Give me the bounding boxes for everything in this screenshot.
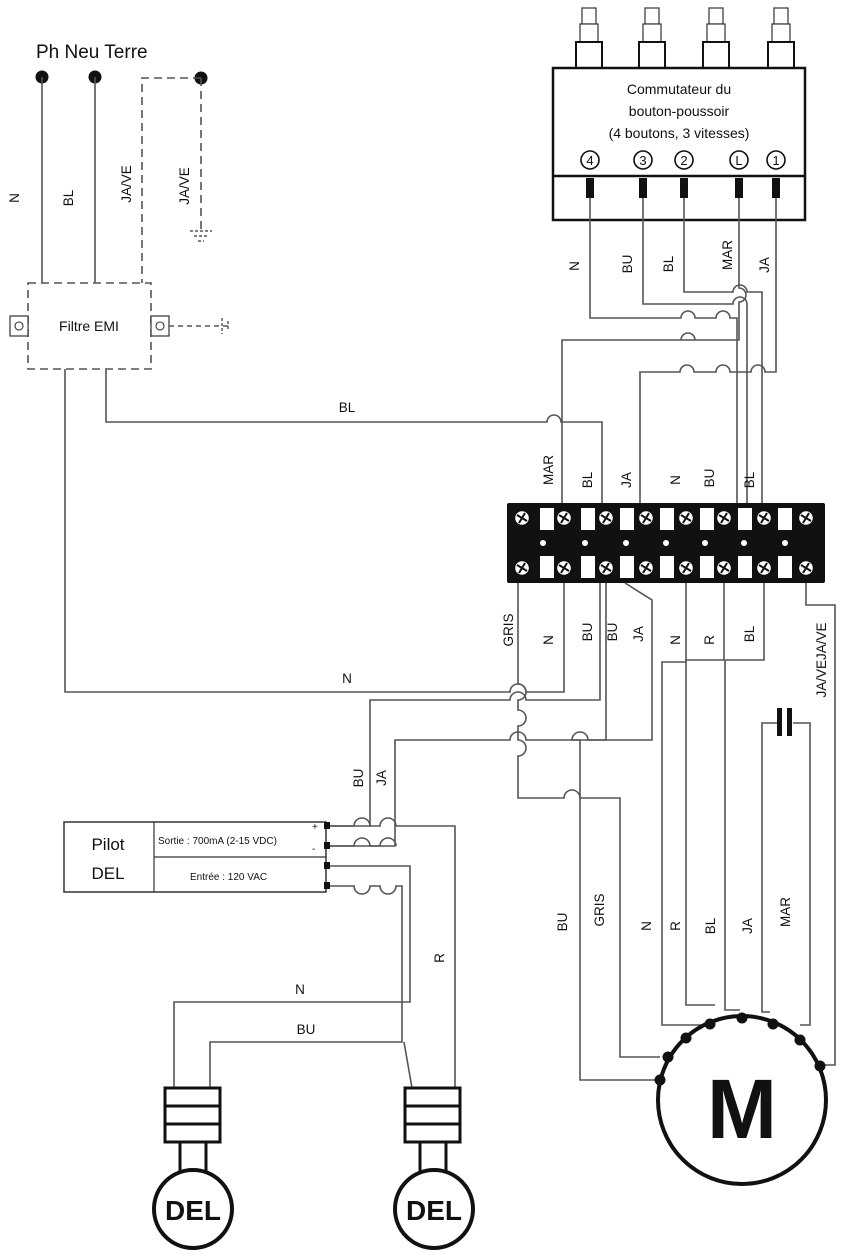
wire-label: BL	[703, 917, 718, 934]
wire-label: BU	[580, 623, 595, 642]
wire-label: BU	[620, 255, 635, 274]
emi-filter-label: Filtre EMI	[59, 318, 119, 334]
led-driver: Pilot DEL Sortie : 700mA (2-15 VDC) Entr…	[63, 821, 330, 893]
button-2	[638, 7, 666, 69]
led-left: DEL	[152, 1086, 234, 1250]
driver-output-label: Sortie : 700mA (2-15 VDC)	[158, 836, 277, 847]
terminal-block	[507, 503, 825, 583]
wire-label: R	[702, 635, 717, 645]
motor-lead-labels: BU GRIS N R BL JA MAR	[555, 893, 793, 934]
wire-label: BL	[742, 625, 757, 642]
wire-label: N	[668, 475, 683, 485]
lower-wires: N BU JA	[64, 369, 836, 1089]
wire-label: N	[342, 671, 352, 686]
earth-ground-symbol	[190, 230, 212, 242]
wire-label: BL	[580, 471, 595, 488]
wire-label: MAR	[778, 897, 793, 927]
wire-label: N	[541, 635, 556, 645]
capacitor-icon	[777, 708, 792, 736]
driver-name-line1: Pilot	[91, 835, 124, 854]
terminal-block-top-labels: MAR BL JA N BU BL	[541, 455, 757, 489]
terminal-4: 4	[580, 150, 600, 198]
wire-label: BU	[555, 913, 570, 932]
wire-label: GRIS	[592, 893, 607, 926]
led-wire-labels: N BU R	[295, 953, 447, 1037]
emi-filter: Filtre EMI	[9, 282, 229, 370]
driver-minus: -	[312, 844, 315, 855]
wire-label: BL	[339, 400, 356, 415]
switch-lead-labels: N BU BL MAR JA	[567, 240, 772, 274]
wire-label: R	[432, 953, 447, 963]
wire-label: BL	[61, 189, 76, 206]
wire-label: BL	[661, 255, 676, 272]
wire-label: BU	[605, 623, 620, 642]
driver-plus: +	[312, 822, 318, 833]
driver-input-label: Entrée : 120 VAC	[190, 872, 267, 883]
wire-label: JA	[619, 472, 634, 488]
svg-text:3: 3	[639, 153, 646, 168]
button-3	[702, 7, 730, 69]
led-left-label: DEL	[165, 1195, 221, 1226]
driver-name-line2: DEL	[91, 864, 124, 883]
wire-label: BU	[297, 1022, 316, 1037]
switch-title-line2: bouton-poussoir	[629, 103, 730, 119]
terminal-2: 2	[674, 150, 694, 198]
button-1	[575, 7, 603, 69]
wire-label: N	[639, 921, 654, 931]
svg-text:L: L	[735, 153, 742, 168]
terminal-3: 3	[633, 150, 653, 198]
pushbutton-switch: Commutateur du bouton-poussoir (4 bouton…	[551, 7, 807, 222]
motor: M	[654, 1012, 828, 1186]
button-4	[767, 7, 795, 69]
wire-label: JA	[631, 626, 646, 642]
switch-title-line1: Commutateur du	[627, 81, 731, 97]
switch-wires: BL	[105, 198, 777, 508]
wire-label: GRIS	[501, 613, 516, 646]
svg-text:1: 1	[772, 153, 779, 168]
wire-label: N	[295, 982, 305, 997]
terminal-block-bottom-labels: GRIS N BU BU JA N R BL JA/VEJA/VE	[501, 613, 829, 697]
svg-text:4: 4	[586, 153, 593, 168]
wire-label: MAR	[541, 455, 556, 485]
led-right: DEL	[393, 1086, 475, 1250]
led-right-label: DEL	[406, 1195, 462, 1226]
wire-label: N	[7, 193, 22, 203]
wire-label: JA	[740, 918, 755, 934]
wire-label: BU	[351, 769, 366, 788]
supply-label: Ph Neu Terre	[36, 42, 148, 63]
switch-title-line3: (4 boutons, 3 vitesses)	[609, 125, 750, 141]
wire-label: N	[668, 635, 683, 645]
wire-label: JA	[374, 770, 389, 786]
wire-label: JA	[757, 257, 772, 273]
wire-label: R	[668, 921, 683, 931]
wire-label: BL	[742, 471, 757, 488]
wire-label: N	[567, 261, 582, 271]
wire-label: JA/VE	[119, 165, 134, 203]
terminal-1: 1	[766, 150, 786, 198]
svg-text:2: 2	[680, 153, 687, 168]
supply-wires: N BL JA/VE JA/VE	[7, 77, 212, 283]
wire-label: MAR	[720, 240, 735, 270]
motor-label: M	[707, 1062, 777, 1156]
wire-label: JA/VE	[177, 167, 192, 205]
wire-label: BU	[702, 469, 717, 488]
wire-label: JA/VEJA/VE	[814, 622, 829, 697]
terminal-L: L	[729, 150, 749, 198]
